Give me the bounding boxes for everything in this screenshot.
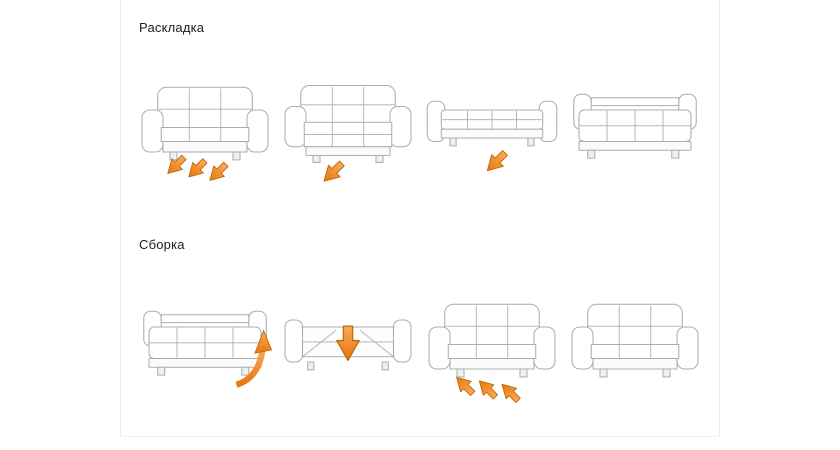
- instruction-sheet: Раскладка: [120, 0, 720, 437]
- sofa-unfolding-icon: [426, 100, 557, 147]
- unfold-step-3: [422, 75, 562, 189]
- section-fold: Сборка: [135, 237, 705, 406]
- push-in-arrow-icon: [473, 374, 501, 403]
- unfold-step-2: [278, 75, 418, 189]
- sofa-icon: [571, 303, 699, 378]
- sofa-assembled-illustration: [141, 86, 269, 187]
- bed-icon: [143, 310, 267, 376]
- section-unfold: Раскладка: [135, 20, 705, 189]
- pull-out-arrow-icon: [318, 157, 349, 188]
- sofa-seat-extended-illustration: [284, 84, 412, 188]
- sofa-icon: [428, 303, 556, 378]
- section-unfold-title: Раскладка: [139, 20, 205, 35]
- sofa-icon: [141, 86, 269, 161]
- open-frame-illustration: [284, 319, 412, 371]
- unfold-steps-row: [135, 75, 705, 189]
- sofa-seat-extended-icon: [284, 84, 412, 164]
- sofa-unfolding-flat-illustration: [426, 100, 557, 177]
- bed-lift-edge-illustration: [143, 310, 273, 388]
- fold-steps-row: [135, 292, 705, 406]
- sofa-assembled-illustration: [571, 303, 699, 378]
- bed-unfolded-illustration: [573, 93, 697, 159]
- pull-out-arrow-icon: [480, 146, 511, 177]
- bed-icon: [573, 93, 697, 159]
- section-fold-title: Сборка: [139, 236, 185, 252]
- fold-step-4: [565, 292, 705, 406]
- unfold-step-4: [565, 75, 705, 189]
- pull-out-arrow-icon: [204, 158, 232, 187]
- sofa-push-in-illustration: [428, 303, 556, 406]
- fold-step-2: [278, 292, 418, 406]
- lift-up-arrow-icon: [235, 347, 266, 388]
- push-in-arrow-icon: [450, 371, 479, 399]
- lift-up-arrowhead-icon: [254, 329, 273, 354]
- fold-step-1: [135, 292, 275, 406]
- push-in-arrow-icon: [496, 378, 524, 406]
- pull-out-arrow-icon: [183, 155, 211, 183]
- fold-step-3: [422, 292, 562, 406]
- unfold-step-1: [135, 75, 275, 189]
